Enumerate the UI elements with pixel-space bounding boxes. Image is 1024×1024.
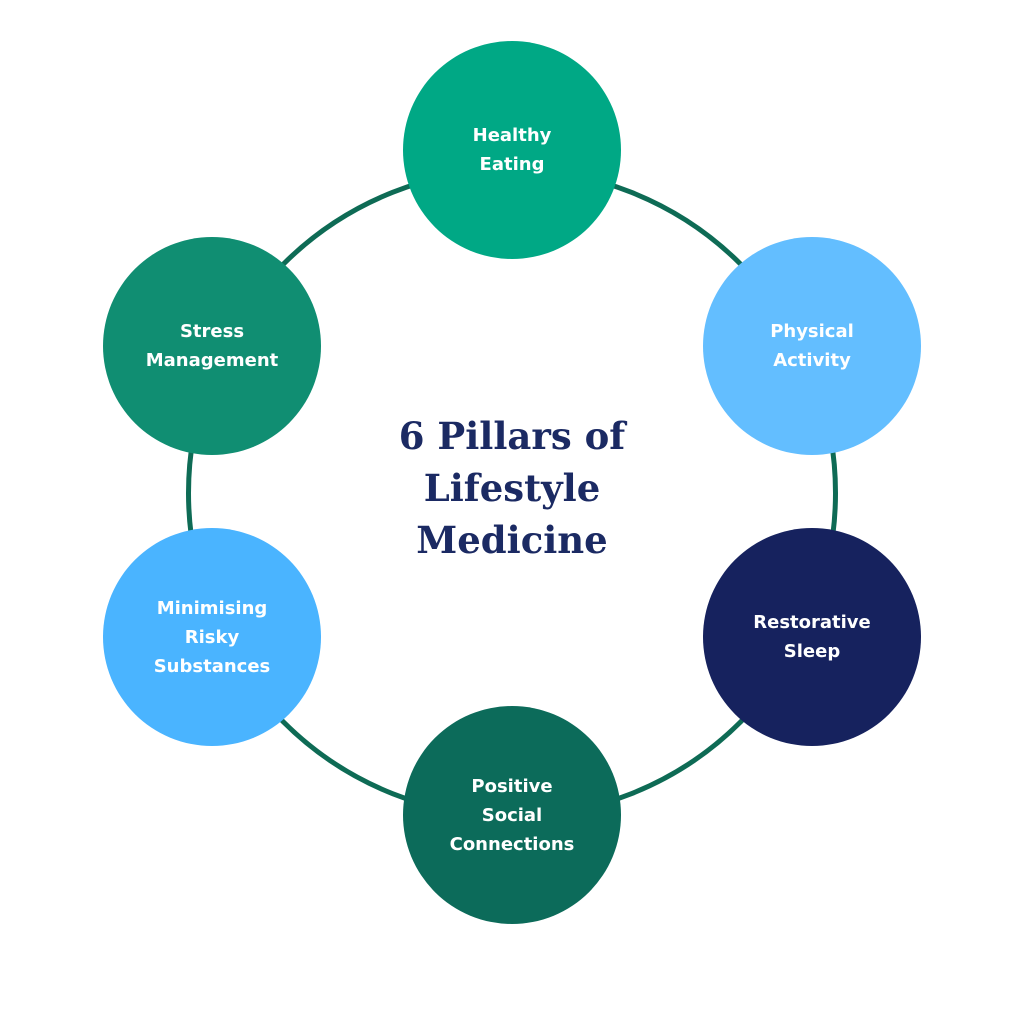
pillar-positive-social-connections: Positive Social Connections — [403, 706, 621, 924]
pillar-label: Stress Management — [145, 321, 279, 371]
pillar-label: Restorative Sleep — [753, 612, 871, 662]
diagram-title: 6 Pillars of Lifestyle Medicine — [398, 414, 626, 562]
pillar-label: Physical Activity — [770, 321, 854, 371]
pillar-label: Healthy Eating — [472, 125, 552, 175]
pillar-label: Positive Social Connections — [449, 775, 575, 855]
pillar-minimising-risky-substances: Minimising Risky Substances — [103, 528, 321, 746]
pillar-physical-activity: Physical Activity — [703, 237, 921, 455]
pillar-restorative-sleep: Restorative Sleep — [703, 528, 921, 746]
pillar-stress-management: Stress Management — [103, 237, 321, 455]
pillar-label: Minimising Risky Substances — [153, 597, 271, 677]
pillar-healthy-eating: Healthy Eating — [403, 41, 621, 259]
